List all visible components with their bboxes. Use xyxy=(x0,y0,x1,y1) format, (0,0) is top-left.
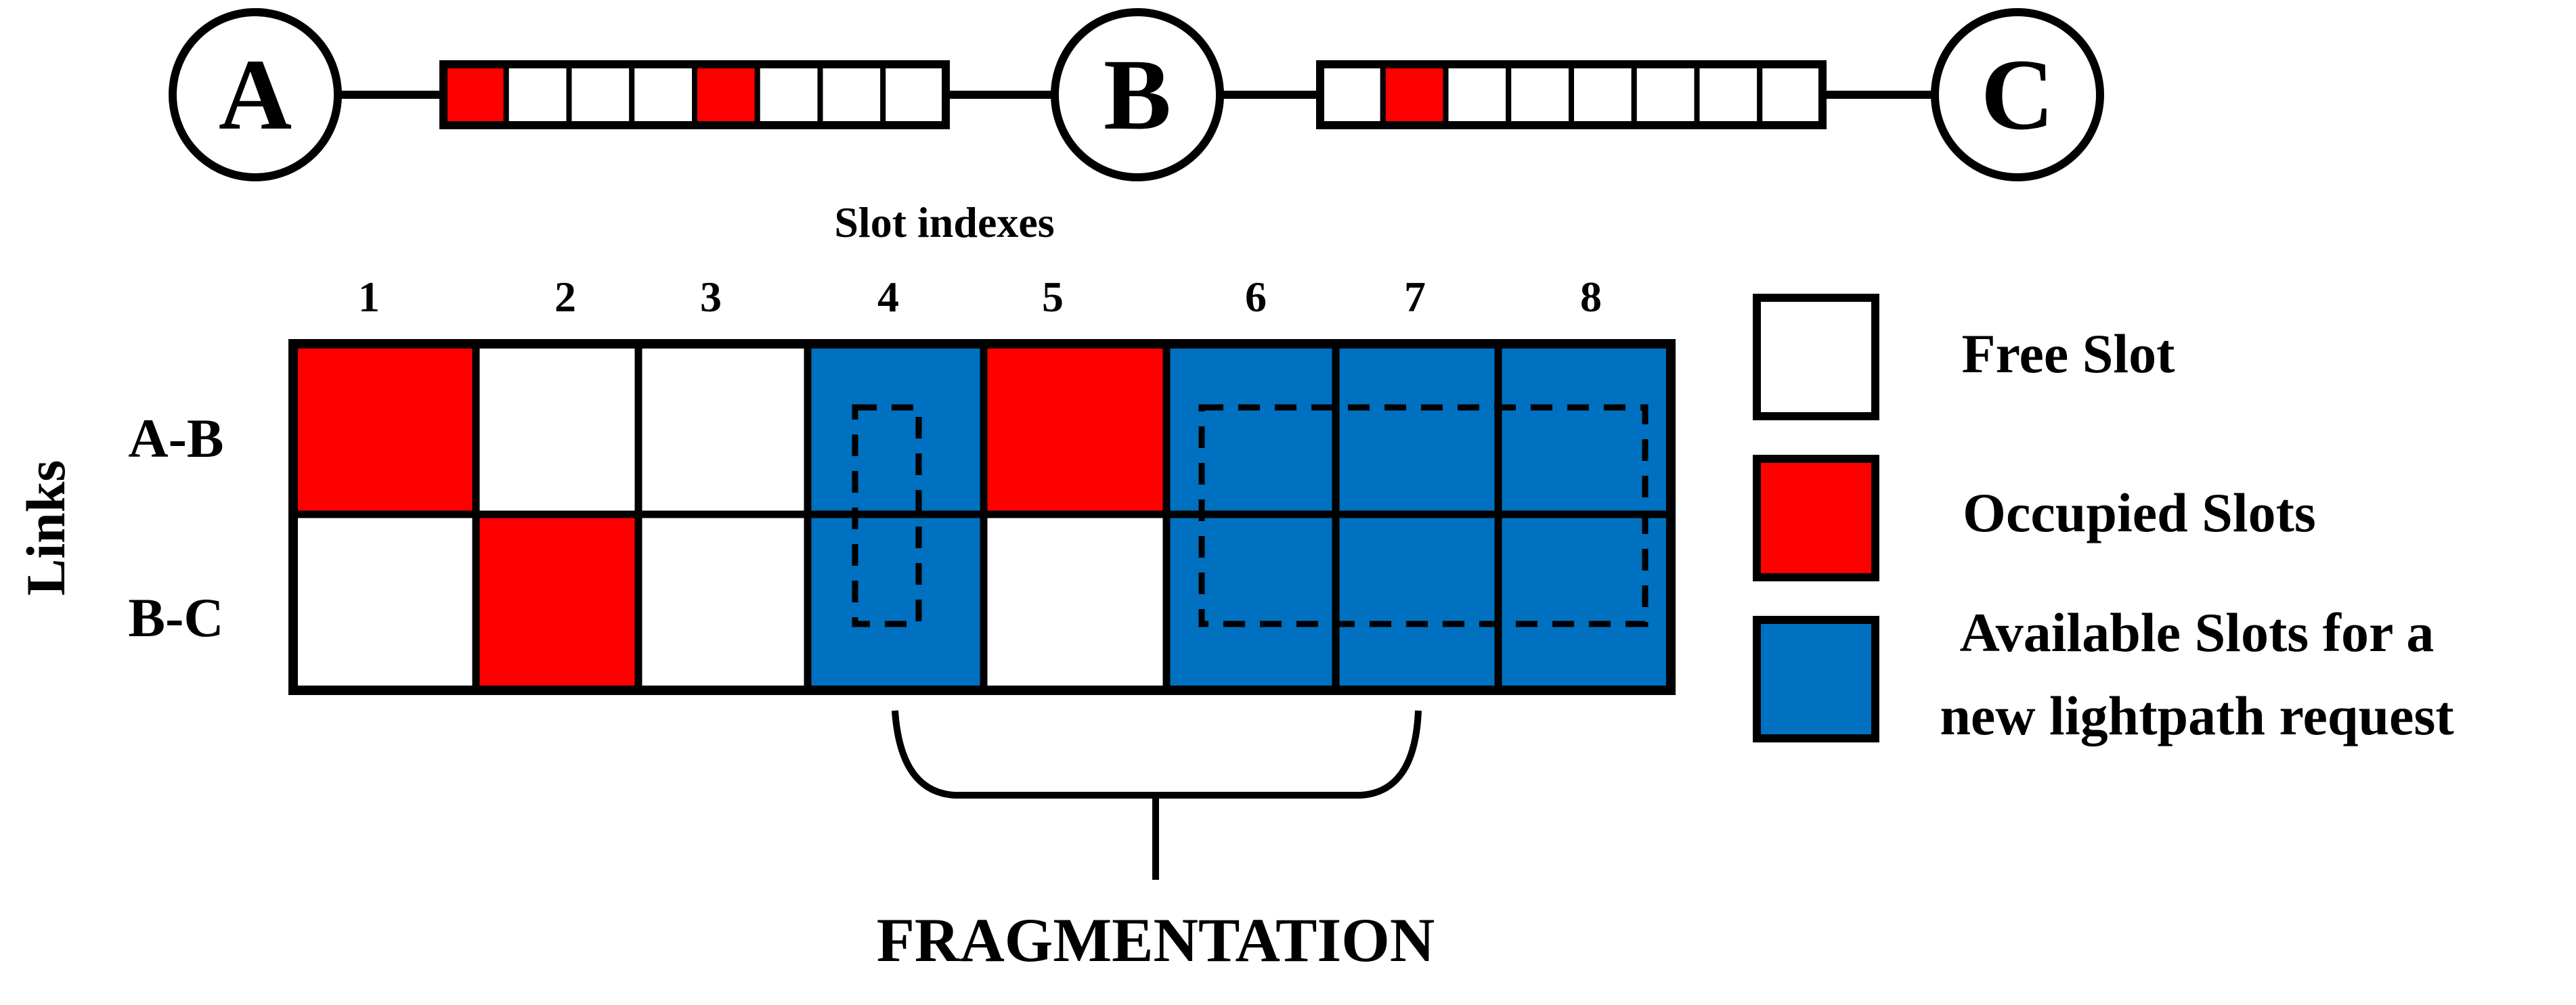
link-ab-slot-7 xyxy=(817,62,886,128)
link-ab-slot-4 xyxy=(629,62,697,128)
slot-indexes-header: Slot indexes xyxy=(834,198,1054,246)
grid-cell-b-c-slot-5 xyxy=(980,510,1171,694)
link-ab-slot-8 xyxy=(880,62,948,128)
slot-index-8: 8 xyxy=(1580,273,1602,321)
grid-cell-a-b-slot-6 xyxy=(1162,340,1340,518)
link-bc-slot-2 xyxy=(1380,62,1449,128)
slot-grid-section: Slot indexes 1 2 3 4 5 6 7 8 Links A-B B-C xyxy=(15,198,1676,695)
legend-label-available-line2: new lightpath request xyxy=(1940,685,2453,746)
row-label-b-c: B-C xyxy=(128,587,223,648)
link-bc-strip-border xyxy=(1316,60,1827,129)
fragmentation-label: FRAGMENTATION xyxy=(877,906,1435,975)
link-bc-slot-3 xyxy=(1443,62,1512,128)
link-bc-slot-6 xyxy=(1631,62,1700,128)
grid-cell-b-c-slot-4 xyxy=(804,510,988,694)
grid-cell-b-c-slot-7 xyxy=(1332,510,1502,694)
grid-cell-a-b-slot-5 xyxy=(980,340,1171,518)
legend: Free Slot Occupied Slots Available Slots… xyxy=(1753,294,2454,746)
candidate-window-slots-6-8 xyxy=(1198,404,1649,627)
slot-index-5: 5 xyxy=(1042,273,1064,321)
link-ab-slot-strip xyxy=(439,60,950,129)
node-c: C xyxy=(1931,8,2104,181)
fragmentation-annotation: FRAGMENTATION xyxy=(877,710,1435,975)
link-bc-slot-strip xyxy=(1316,60,1827,129)
node-b-label: B xyxy=(1104,39,1171,151)
slot-index-4: 4 xyxy=(877,273,899,321)
grid-cell-a-b-slot-4 xyxy=(804,340,988,518)
slot-index-6: 6 xyxy=(1245,273,1267,321)
candidate-window-slot-4 xyxy=(852,404,922,627)
slot-index-7: 7 xyxy=(1404,273,1426,321)
legend-label-free: Free Slot xyxy=(1962,323,2175,384)
grid-cell-b-c-slot-2 xyxy=(472,510,642,694)
grid-cell-b-c-slot-1 xyxy=(289,510,480,694)
links-axis-label: Links xyxy=(15,460,77,596)
grid-cell-a-b-slot-2 xyxy=(472,340,642,518)
node-a-label: A xyxy=(219,39,292,151)
link-ab-slot-6 xyxy=(754,62,823,128)
topology: A B C xyxy=(169,8,2104,181)
legend-swatch-occupied xyxy=(1753,455,1879,581)
slot-index-2: 2 xyxy=(554,273,576,321)
node-a: A xyxy=(169,8,342,181)
link-ab-strip-border xyxy=(439,60,950,129)
slot-index-labels: 1 2 3 4 5 6 7 8 xyxy=(358,273,1602,321)
link-bc-slot-7 xyxy=(1694,62,1763,128)
row-label-a-b: A-B xyxy=(128,407,223,469)
node-c-label: C xyxy=(1981,39,2054,151)
grid-cell-b-c-slot-6 xyxy=(1162,510,1340,694)
grid-cell-b-c-slot-3 xyxy=(634,510,812,694)
link-ab-slot-2 xyxy=(503,62,572,128)
legend-label-available-line1: Available Slots for a xyxy=(1960,602,2435,663)
slot-index-1: 1 xyxy=(358,273,380,321)
slot-index-3: 3 xyxy=(700,273,722,321)
grid-cell-a-b-slot-3 xyxy=(634,340,812,518)
link-ab-slot-5 xyxy=(692,62,760,128)
legend-swatch-available xyxy=(1753,616,1879,742)
link-bc-slot-1 xyxy=(1317,62,1386,128)
link-bc-slot-5 xyxy=(1569,62,1637,128)
link-ab-slot-3 xyxy=(566,62,635,128)
grid-cell-a-b-slot-1 xyxy=(289,340,480,518)
link-bc-slot-4 xyxy=(1506,62,1574,128)
grid-cell-a-b-slot-7 xyxy=(1332,340,1502,518)
node-b: B xyxy=(1051,8,1224,181)
link-ab-slot-1 xyxy=(441,62,509,128)
legend-label-occupied: Occupied Slots xyxy=(1963,482,2316,543)
legend-swatch-free xyxy=(1753,294,1879,420)
fragmentation-brace xyxy=(892,710,1422,799)
link-bc-slot-8 xyxy=(1757,62,1825,128)
slot-grid-border xyxy=(288,339,1676,695)
slot-grid xyxy=(288,339,1676,695)
